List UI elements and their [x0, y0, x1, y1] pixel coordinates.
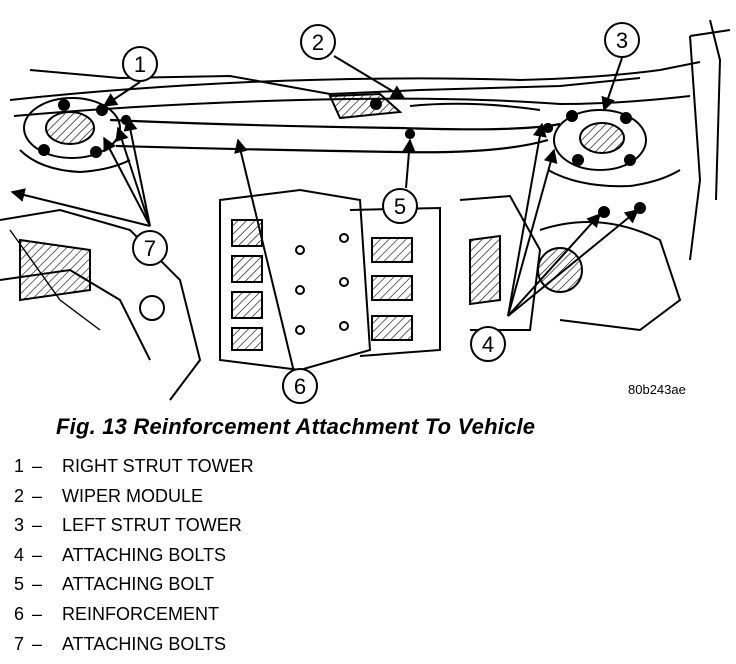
right-strut-tower — [19, 97, 131, 174]
leader-4a — [507, 122, 547, 317]
leader-3 — [601, 57, 623, 112]
left-side-components — [0, 208, 202, 401]
legend-number: 2 — [14, 485, 25, 506]
legend-number: 4 — [14, 544, 25, 565]
svg-text:6: 6 — [294, 374, 306, 399]
leader-4b — [507, 148, 558, 317]
legend-number: 3 — [14, 515, 25, 536]
leader-4c — [507, 212, 601, 317]
callout-6: 6 — [282, 368, 318, 404]
legend-dash: – — [32, 574, 43, 595]
legend-label: ATTACHING BOLT — [62, 574, 215, 595]
figure-caption: Fig. 13 Reinforcement Attachment To Vehi… — [56, 414, 536, 439]
legend-dash: – — [32, 633, 43, 654]
callout-3: 3 — [604, 22, 640, 58]
svg-text:2: 2 — [312, 30, 324, 55]
leader-7c — [115, 126, 151, 227]
legend-dash: – — [32, 485, 43, 506]
legend-label: RIGHT STRUT TOWER — [62, 456, 254, 476]
reinforcement-bar — [109, 114, 561, 154]
legend-list: 1–RIGHT STRUT TOWER 2–WIPER MODULE 3–LEF… — [14, 452, 254, 659]
leader-6 — [234, 138, 295, 373]
legend-dash: – — [32, 515, 43, 536]
leader-7a — [10, 188, 151, 227]
svg-text:7: 7 — [144, 236, 156, 261]
callout-4: 4 — [470, 326, 506, 362]
svg-text:4: 4 — [482, 332, 494, 357]
svg-text:1: 1 — [134, 52, 146, 77]
legend-dash: – — [32, 456, 43, 476]
legend-item: 5–ATTACHING BOLT — [14, 570, 254, 600]
leader-arrows — [10, 55, 640, 373]
svg-text:3: 3 — [616, 28, 628, 53]
callout-7: 7 — [132, 230, 168, 266]
legend-label: WIPER MODULE — [62, 485, 204, 506]
legend-number: 6 — [14, 603, 25, 624]
leader-4d — [507, 209, 640, 317]
wiper-module — [328, 92, 541, 120]
legend-number: 7 — [14, 633, 25, 654]
leader-2 — [333, 55, 406, 99]
svg-text:5: 5 — [394, 194, 406, 219]
legend-label: ATTACHING BOLTS — [62, 544, 227, 565]
callout-5: 5 — [382, 188, 418, 224]
legend-item: 7–ATTACHING BOLTS — [14, 630, 254, 660]
legend-number: 1 — [14, 456, 25, 476]
legend-label: REINFORCEMENT — [62, 603, 219, 624]
leader-5 — [401, 138, 416, 189]
legend-dash: – — [32, 544, 43, 565]
right-side-components — [459, 194, 682, 332]
legend-label: LEFT STRUT TOWER — [62, 515, 242, 536]
engine-bay-diagram: 1 2 3 4 5 6 7 — [0, 19, 731, 404]
legend-item: 1–RIGHT STRUT TOWER — [14, 452, 254, 482]
figure-reference-code: 80b243ae — [628, 382, 686, 397]
legend-dash: – — [32, 603, 43, 624]
legend-item: 4–ATTACHING BOLTS — [14, 541, 254, 571]
leader-1 — [102, 81, 141, 107]
legend-item: 6–REINFORCEMENT — [14, 600, 254, 630]
callout-1: 1 — [122, 46, 158, 82]
legend-number: 5 — [14, 574, 25, 595]
callout-2: 2 — [300, 24, 336, 60]
left-strut-tower — [547, 109, 681, 188]
legend-label: ATTACHING BOLTS — [62, 633, 227, 654]
leader-7d — [123, 116, 151, 227]
leader-7b — [103, 136, 151, 227]
legend-item: 3–LEFT STRUT TOWER — [14, 511, 254, 541]
legend-item: 2–WIPER MODULE — [14, 482, 254, 512]
